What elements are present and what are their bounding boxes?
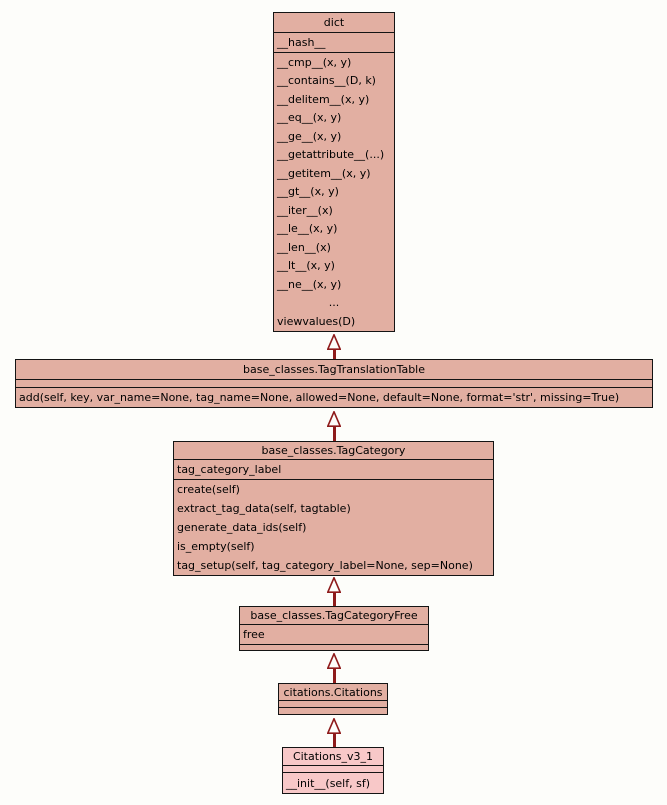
method-row: __gt__(x, y) [277, 185, 339, 199]
hollow-triangle-arrowhead-icon [327, 718, 341, 734]
class-box-tagcategory: base_classes.TagCategory tag_category_la… [173, 441, 494, 576]
arrow-stem [332, 350, 336, 359]
ellipsis-row: ... [328, 296, 340, 310]
inheritance-arrow [327, 577, 341, 606]
empty-compartment [279, 700, 387, 707]
class-box-dict: dict __hash__ __cmp__(x, y) __contains__… [273, 12, 395, 332]
method-row: extract_tag_data(self, tagtable) [177, 502, 351, 515]
class-title: base_classes.TagTranslationTable [242, 363, 426, 376]
method-row: viewvalues(D) [277, 314, 356, 328]
method-row: __init__(self, sf) [286, 776, 371, 790]
inheritance-arrow [327, 653, 341, 683]
method-row: __le__(x, y) [277, 222, 338, 236]
hollow-triangle-arrowhead-icon [327, 653, 341, 669]
class-title: base_classes.TagCategory [261, 444, 406, 457]
method-row: generate_data_ids(self) [177, 521, 307, 534]
method-row: __contains__(D, k) [277, 74, 376, 88]
arrow-stem [332, 593, 336, 606]
attribute-row: tag_category_label [177, 463, 282, 476]
hollow-triangle-arrowhead-icon [327, 334, 341, 350]
class-box-citations-v3-1: Citations_v3_1 __init__(self, sf) [282, 747, 384, 794]
empty-compartment [279, 707, 387, 714]
attribute-row: __hash__ [277, 36, 326, 49]
method-row: create(self) [177, 483, 240, 496]
empty-compartment [283, 765, 383, 772]
arrow-stem [332, 669, 336, 683]
hollow-triangle-arrowhead-icon [327, 577, 341, 593]
class-title: citations.Citations [283, 685, 383, 699]
arrow-stem [332, 427, 336, 441]
method-row: __eq__(x, y) [277, 111, 342, 125]
class-title: base_classes.TagCategoryFree [250, 609, 418, 622]
arrow-stem [332, 734, 336, 747]
method-row: __delitem__(x, y) [277, 92, 370, 106]
method-row: __lt__(x, y) [277, 259, 335, 273]
inheritance-arrow [327, 718, 341, 747]
hollow-triangle-arrowhead-icon [327, 411, 341, 427]
class-box-citations: citations.Citations [278, 683, 388, 715]
method-row: __getitem__(x, y) [277, 166, 371, 180]
method-row: is_empty(self) [177, 540, 255, 553]
inheritance-arrow [327, 411, 341, 441]
class-box-tagcategoryfree: base_classes.TagCategoryFree free [239, 606, 429, 651]
class-title: dict [323, 16, 345, 29]
method-row: __ge__(x, y) [277, 129, 342, 143]
method-row: __iter__(x) [277, 203, 333, 217]
attribute-row: free [243, 628, 265, 641]
empty-compartment [240, 644, 428, 650]
class-box-tagtranslationtable: base_classes.TagTranslationTable add(sel… [15, 359, 653, 408]
inheritance-arrow [327, 334, 341, 359]
method-row: tag_setup(self, tag_category_label=None,… [177, 559, 473, 572]
empty-compartment [16, 379, 652, 387]
class-title: Citations_v3_1 [292, 750, 374, 763]
method-row: __ne__(x, y) [277, 277, 342, 291]
method-row: __len__(x) [277, 240, 331, 254]
method-row: add(self, key, var_name=None, tag_name=N… [19, 391, 620, 404]
method-row: __getattribute__(...) [277, 148, 385, 162]
method-row: __cmp__(x, y) [277, 55, 352, 69]
